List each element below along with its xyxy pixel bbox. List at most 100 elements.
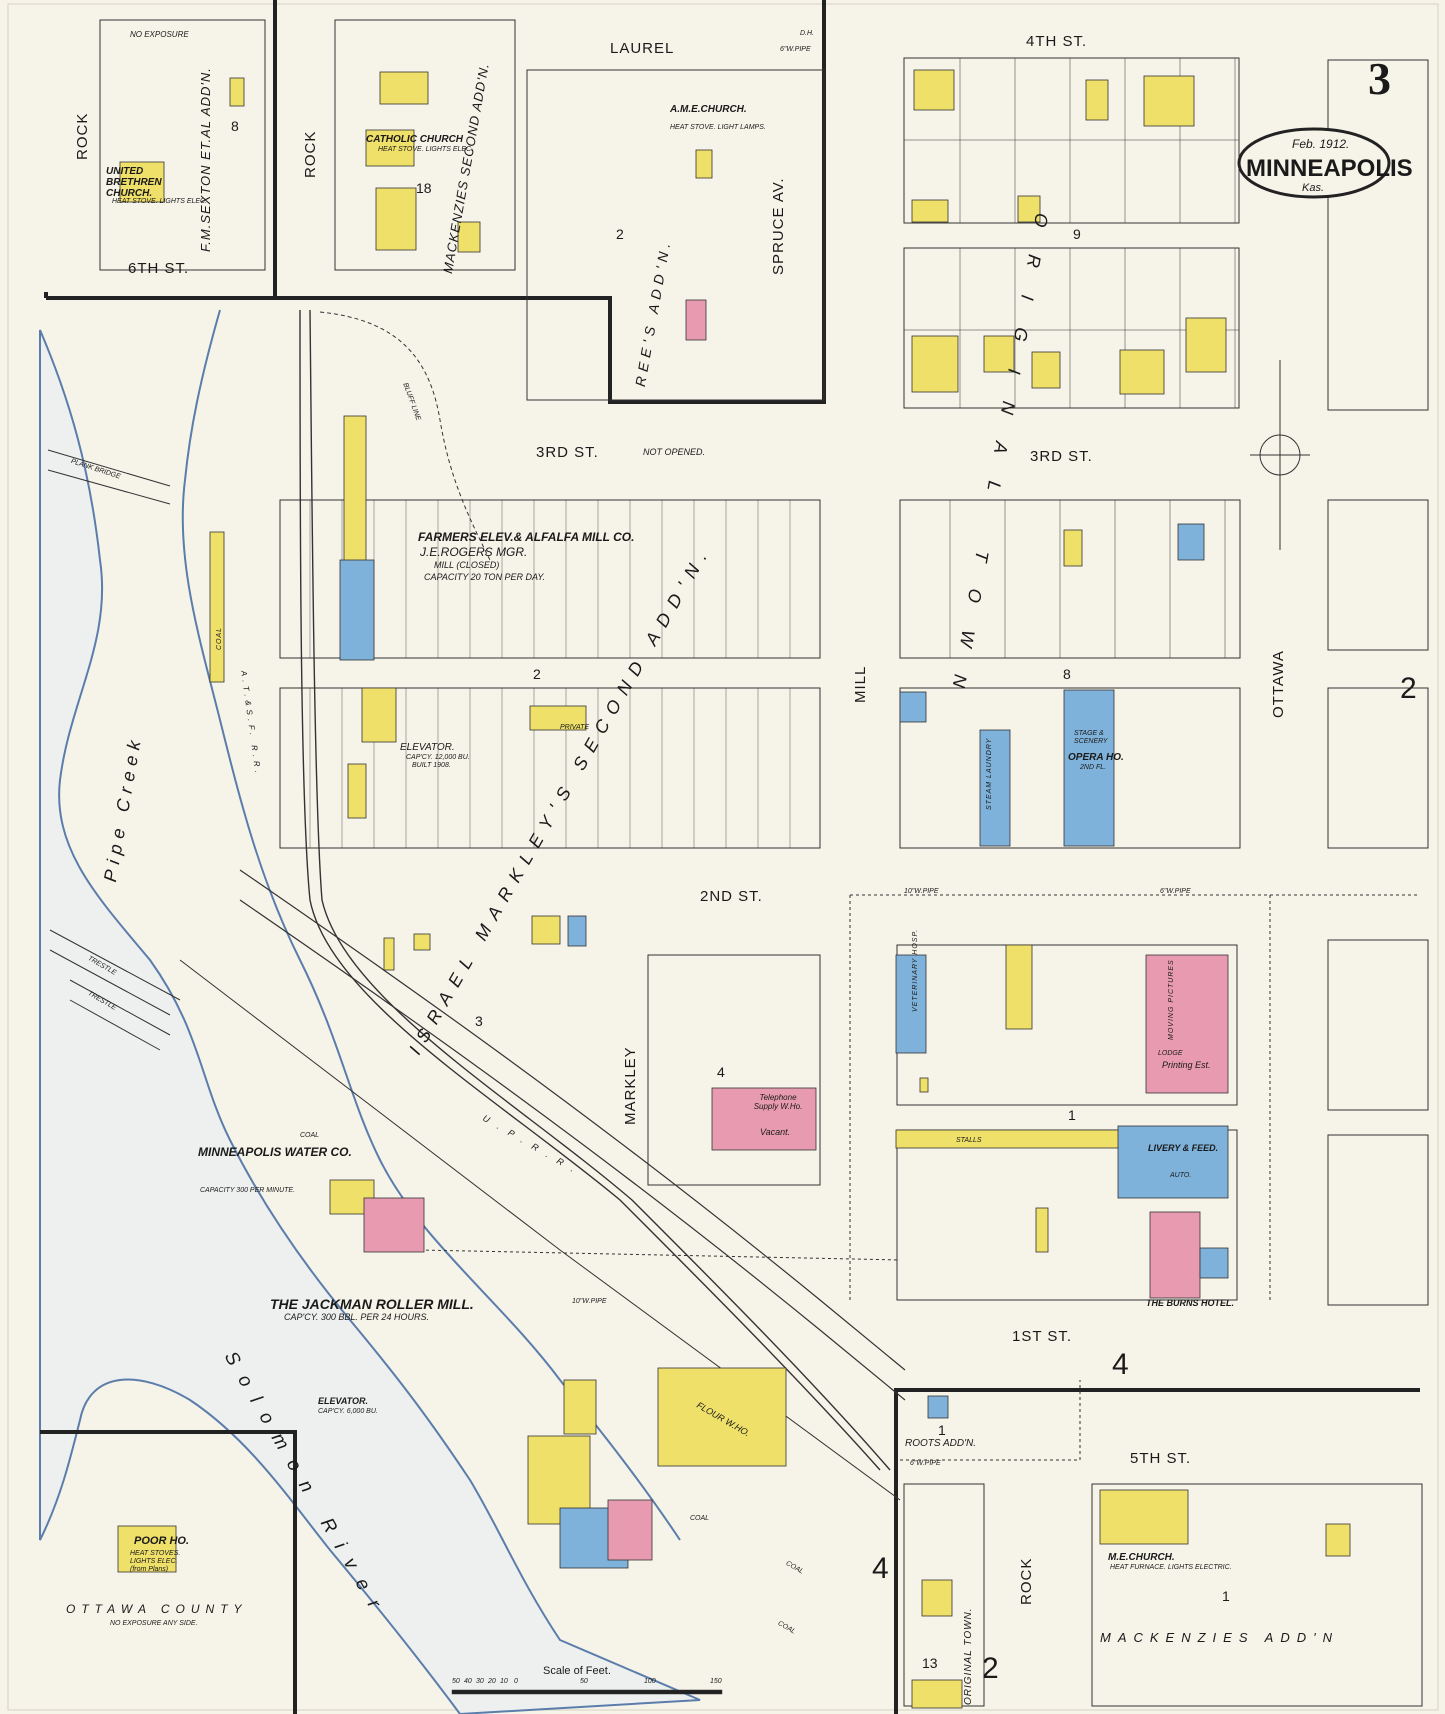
scale-bar bbox=[451, 1689, 723, 1695]
block-13: 13 bbox=[922, 1655, 938, 1671]
block-9: 9 bbox=[1073, 226, 1081, 242]
title-cartouche bbox=[1237, 127, 1391, 199]
block-outline bbox=[279, 687, 821, 849]
building-footprint bbox=[895, 954, 927, 1054]
block-outline bbox=[903, 57, 1240, 224]
label-water-pipe-2nd: 10"W.PIPE bbox=[904, 888, 939, 895]
sheet-number: 3 bbox=[1368, 53, 1391, 104]
block-outline bbox=[647, 954, 821, 1186]
label-opera-house: OPERA HO. bbox=[1068, 752, 1124, 763]
building-footprint bbox=[1035, 1207, 1049, 1253]
label-elevator-cap: CAP'CY. 12,000 BU. bbox=[406, 754, 470, 761]
sheet-border bbox=[7, 3, 1439, 1711]
building-footprint bbox=[347, 763, 367, 819]
label-livery: LIVERY & FEED. bbox=[1148, 1143, 1219, 1153]
label-ub-note: HEAT STOVE. LIGHTS ELEC. bbox=[112, 198, 208, 205]
label-water-pipe-2nd-east: 6"W.PIPE bbox=[1160, 888, 1191, 895]
block-3: 3 bbox=[475, 1013, 483, 1029]
plank-bridge bbox=[47, 449, 171, 505]
street-1st: 1ST ST. bbox=[1012, 1328, 1073, 1345]
block-outline bbox=[1327, 939, 1429, 1111]
label-water-pipe-4th: 6"W.PIPE bbox=[780, 46, 811, 53]
label-telephone: Telephone Supply W.Ho. bbox=[753, 1093, 803, 1111]
building-footprint bbox=[927, 1395, 949, 1419]
label-elevator-built: BUILT 1908. bbox=[412, 762, 451, 769]
block-outline bbox=[1327, 59, 1429, 411]
block-outline bbox=[334, 19, 516, 271]
scale-title: Scale of Feet. bbox=[543, 1665, 611, 1677]
building-footprint bbox=[979, 729, 1011, 847]
building-footprint bbox=[563, 1379, 597, 1435]
railroad-spur bbox=[179, 959, 901, 1501]
river-water bbox=[39, 329, 701, 1714]
label-capacity: CAPACITY 20 TON PER DAY. bbox=[424, 572, 546, 582]
block-outline bbox=[279, 499, 821, 659]
label-elevator: ELEVATOR. bbox=[400, 742, 455, 753]
building-footprint bbox=[1017, 195, 1041, 223]
block-outline bbox=[1327, 499, 1429, 651]
label-water-pipe-5th: 6"W.PIPE bbox=[910, 1460, 941, 1467]
scale-tick: 50 bbox=[452, 1678, 460, 1685]
building-footprint bbox=[361, 687, 397, 743]
street-rock-bottom: ROCK bbox=[1018, 1557, 1035, 1605]
building-footprint bbox=[383, 937, 395, 971]
building-footprint bbox=[1085, 79, 1109, 121]
label-jackman-elevator-cap: CAP'CY. 6,000 BU. bbox=[318, 1408, 378, 1415]
building-footprint bbox=[119, 161, 165, 203]
label-jackman-elevator: ELEVATOR. bbox=[318, 1396, 369, 1406]
street-3rd-east: 3RD ST. bbox=[1030, 448, 1093, 465]
building-footprint bbox=[117, 1525, 177, 1573]
building-footprint bbox=[329, 1179, 375, 1215]
label-water-co: MINNEAPOLIS WATER CO. bbox=[198, 1145, 352, 1159]
block-outline bbox=[1327, 1134, 1429, 1306]
label-jackman-mill: THE JACKMAN ROLLER MILL. bbox=[270, 1296, 474, 1312]
label-me-note: HEAT FURNACE. LIGHTS ELECTRIC. bbox=[1110, 1564, 1232, 1571]
railroad-atsf-2 bbox=[309, 309, 891, 1471]
building-footprint bbox=[567, 915, 587, 947]
scale-ticks: 50 40 30 20 10 0 50 100 150 bbox=[452, 1678, 722, 1688]
building-footprint bbox=[1031, 351, 1061, 389]
building-footprint bbox=[1143, 75, 1195, 127]
label-stage: STAGE & SCENERY bbox=[1074, 730, 1108, 745]
label-catholic-note: HEAT STOVE. LIGHTS ELEC. bbox=[378, 146, 474, 153]
water-pipe-1st bbox=[419, 1249, 901, 1261]
building-footprint bbox=[1199, 1247, 1229, 1279]
bluff-line bbox=[319, 311, 491, 561]
building-footprint bbox=[695, 149, 713, 179]
block-outline bbox=[526, 69, 825, 401]
label-private: PRIVATE bbox=[560, 724, 590, 731]
title-city: MINNEAPOLIS bbox=[1246, 155, 1413, 182]
block-2-top: 2 bbox=[616, 226, 624, 242]
sheet-ref-east: 2 bbox=[1400, 672, 1417, 705]
building-footprint bbox=[1063, 689, 1115, 847]
label-jackman-cap: CAP'CY. 300 BBL. PER 24 HOURS. bbox=[284, 1312, 429, 1322]
label-united-brethren: UNITED BRETHREN CHURCH. bbox=[106, 166, 162, 199]
label-rogers: J.E.ROGERS MGR. bbox=[420, 545, 528, 559]
building-footprint bbox=[457, 221, 481, 253]
street-rock-mid: ROCK bbox=[302, 130, 319, 178]
building-footprint bbox=[711, 1087, 817, 1151]
heavy-boundary-south bbox=[894, 1388, 1420, 1714]
street-mill: MILL bbox=[852, 665, 869, 703]
label-printing: Printing Est. bbox=[1162, 1060, 1211, 1070]
scale-tick: 30 bbox=[476, 1678, 484, 1685]
block-1-mackenzie: 1 bbox=[1222, 1588, 1230, 1604]
block-1-east: 1 bbox=[1068, 1107, 1076, 1123]
label-burns-hotel: THE BURNS HOTEL. bbox=[1146, 1298, 1235, 1308]
street-laurel: LAUREL bbox=[610, 40, 675, 57]
building-footprint bbox=[365, 129, 415, 167]
building-footprint bbox=[607, 1499, 653, 1561]
sheet-ref-south-left: 4 bbox=[872, 1552, 889, 1585]
label-mill-closed: MILL (CLOSED) bbox=[434, 560, 500, 570]
heavy-boundary-county bbox=[40, 1430, 297, 1714]
building-footprint bbox=[229, 77, 245, 107]
scale-tick: 0 bbox=[514, 1678, 518, 1685]
building-footprint bbox=[657, 1367, 787, 1467]
building-footprint bbox=[1119, 349, 1165, 395]
scale-tick: 150 bbox=[710, 1678, 722, 1685]
scale-tick: 50 bbox=[580, 1678, 588, 1685]
label-veterinary: VETERINARY HOSP. bbox=[912, 928, 919, 1012]
building-footprint bbox=[209, 531, 225, 683]
